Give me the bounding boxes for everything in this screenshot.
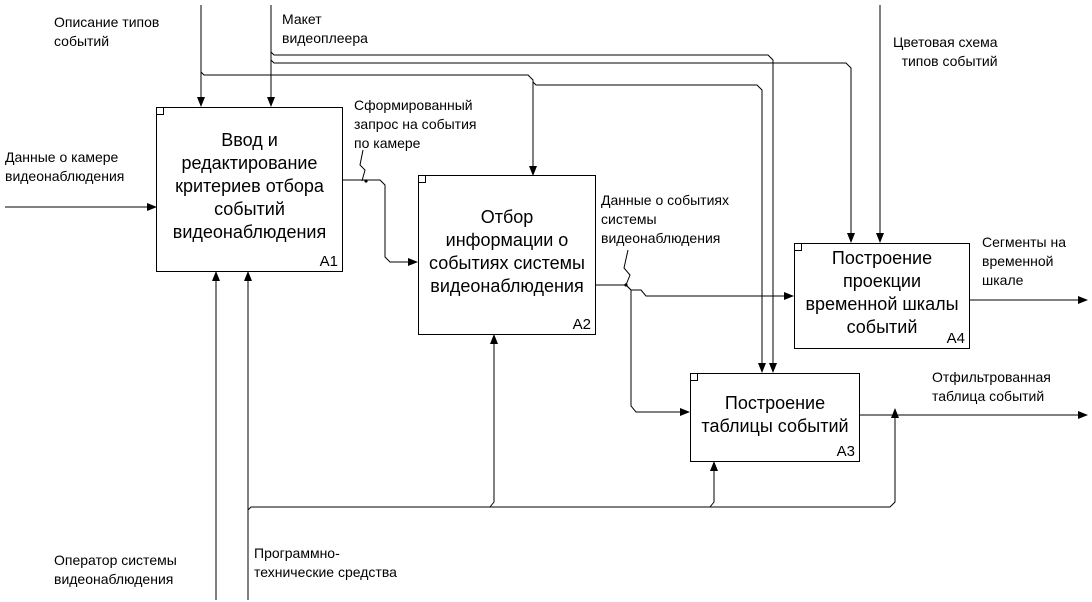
label-hardware-software: Программно- технические средства [254, 545, 397, 580]
arrow-player-layout-to-a4 [270, 59, 855, 243]
label-camera-data: Данные о камере видеонаблюдения [5, 149, 125, 184]
label-formed-request: Сформированный запрос на события по каме… [354, 97, 477, 151]
activity-title: Отбор информации о событиях системы виде… [429, 207, 585, 296]
arrow-events-to-a3 [625, 284, 690, 416]
activity-box-a2[interactable]: Отбор информации о событиях системы виде… [418, 175, 596, 335]
events-squiggle [623, 249, 631, 286]
activity-box-a3[interactable]: Построение таблицы событий A3 [690, 373, 860, 462]
label-timeline-segments: Сегменты на временной шкале [982, 234, 1067, 288]
arrow-hw-bus [247, 408, 899, 511]
arrow-event-types-to-a2 [200, 71, 537, 176]
activity-code: A3 [836, 443, 855, 460]
arrow-formed-request [343, 179, 418, 266]
label-color-scheme: Цветовая схема типов событий [893, 34, 998, 69]
arrow-hw-to-a2 [489, 334, 498, 508]
formed-request-squiggle [359, 149, 366, 182]
arrow-events-to-a4 [596, 284, 794, 300]
activity-code: A2 [572, 316, 591, 333]
activity-title: Построение проекции временной шкалы собы… [805, 248, 959, 337]
arrow-hw-to-a3 [709, 461, 718, 508]
activity-title: Ввод и редактирование критериев отбора с… [172, 130, 327, 242]
activity-code: A1 [319, 253, 338, 270]
label-operator: Оператор системы видеонаблюдения [54, 552, 177, 587]
activity-title: Построение таблицы событий [701, 392, 849, 436]
arrow-player-layout-to-a3-a [270, 51, 777, 373]
activity-box-a1[interactable]: Ввод и редактирование критериев отбора с… [156, 107, 343, 272]
activity-box-a4[interactable]: Построение проекции временной шкалы собы… [794, 243, 970, 349]
arrow-to-a3-b [532, 81, 766, 373]
label-filtered-table: Отфильтрованная таблица событий [932, 369, 1051, 404]
activity-code: A4 [946, 330, 965, 347]
label-events-data: Данные о событиях системы видеонаблюдени… [601, 192, 729, 246]
label-player-layout: Макет видеоплеера [282, 11, 368, 46]
label-event-types-desc: Описание типов событий [54, 14, 160, 49]
